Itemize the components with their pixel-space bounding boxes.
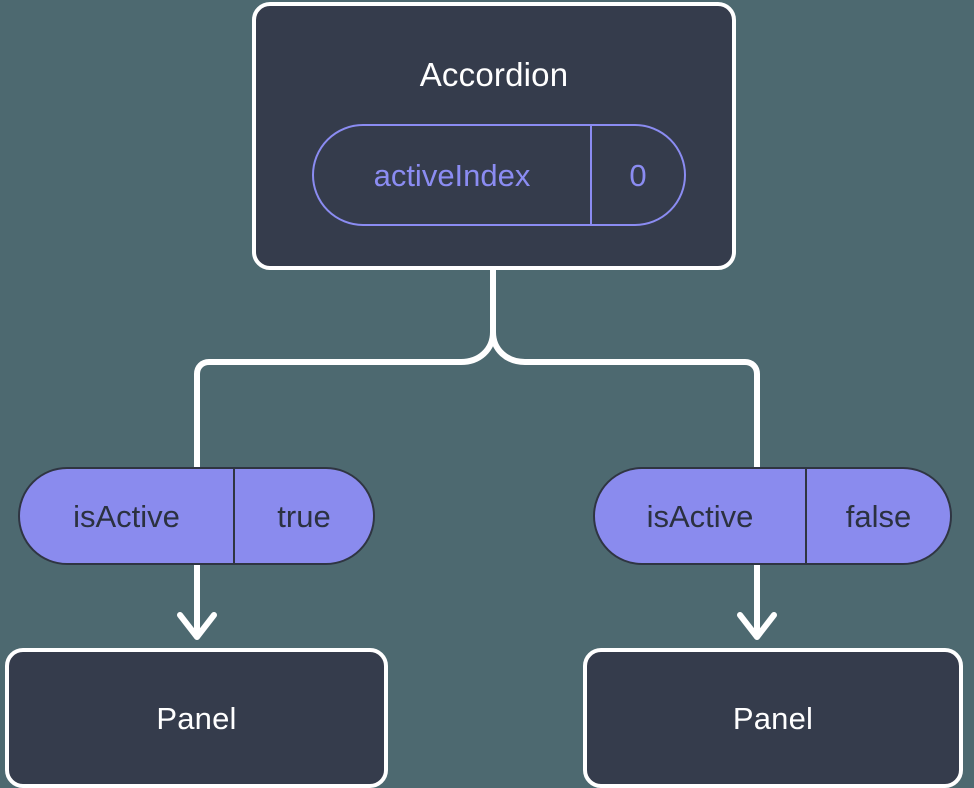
node-panel-right[interactable]: Panel [583, 648, 963, 788]
node-panel-right-title: Panel [732, 700, 814, 736]
node-panel-left[interactable]: Panel [5, 648, 388, 788]
prop-pill-isactive-false[interactable]: isActive false [593, 467, 952, 565]
state-pill-key: activeIndex [314, 126, 592, 224]
prop-pill-value: true [277, 498, 331, 534]
arrow-left-head [177, 612, 217, 640]
state-pill-value: 0 [629, 157, 647, 193]
component-tree-diagram: Accordion activeIndex 0 isActive true is… [5, 2, 963, 788]
prop-pill-key: isActive [20, 469, 235, 563]
prop-pill-value: false [845, 498, 912, 534]
prop-pill-isactive-true[interactable]: isActive true [18, 467, 375, 565]
state-pill-activeindex[interactable]: activeIndex 0 [312, 124, 686, 226]
arrow-right-head [737, 612, 777, 640]
node-panel-left-title: Panel [156, 700, 237, 736]
prop-pill-key: isActive [595, 469, 807, 563]
connector-bracket [194, 329, 760, 470]
node-accordion[interactable]: Accordion activeIndex 0 [252, 2, 736, 270]
node-accordion-title: Accordion [419, 56, 569, 93]
